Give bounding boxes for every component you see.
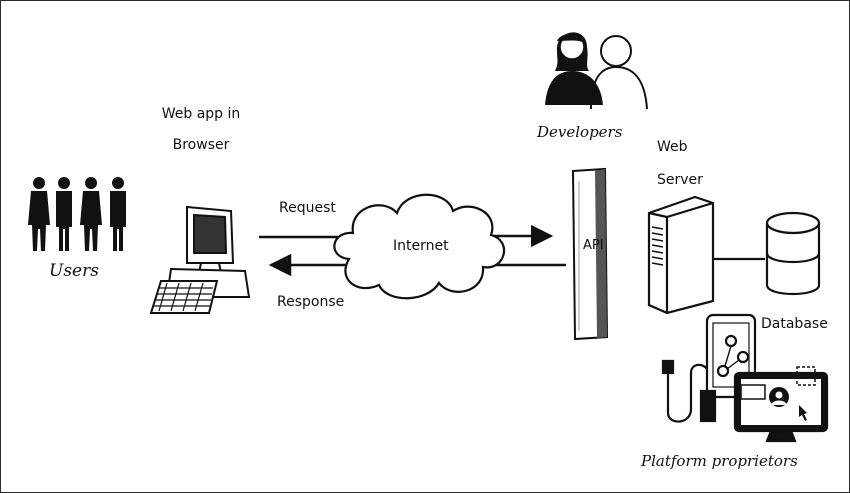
internet-label: Internet (393, 238, 449, 254)
platform-proprietors-label: Platform proprietors (641, 452, 798, 470)
server-icon (647, 195, 715, 315)
web-app-label: Web app in Browser (161, 106, 241, 153)
users-label: Users (49, 261, 99, 281)
developers-icon (545, 32, 648, 110)
cloud-icon (333, 193, 506, 300)
response-label: Response (277, 294, 345, 310)
request-label: Request (279, 200, 336, 216)
devices-icon (661, 313, 829, 443)
developers-label: Developers (537, 123, 623, 141)
database-icon (765, 211, 821, 295)
api-column (571, 167, 609, 341)
web-server-label: Web Server (657, 139, 703, 188)
database-label: Database (761, 316, 828, 332)
api-label: API (583, 238, 604, 253)
computer-icon (149, 205, 251, 314)
users-icon (28, 177, 126, 251)
